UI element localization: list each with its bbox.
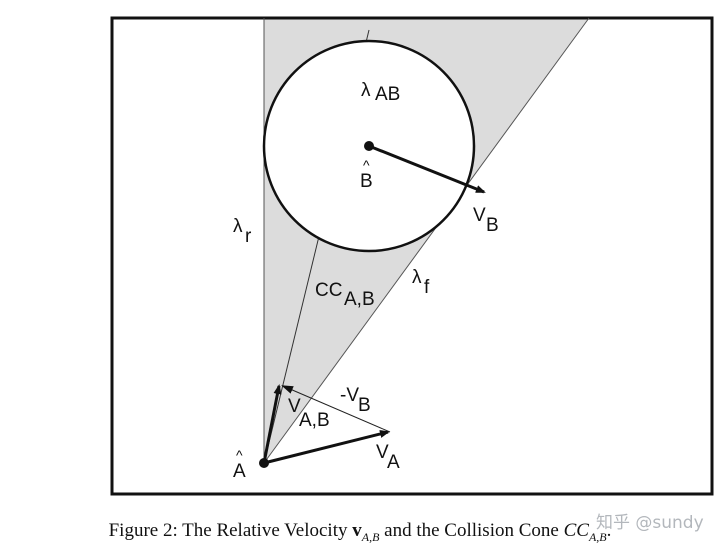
vb-subscript: B [486,215,499,236]
neg-vb-subscript: B [358,395,371,416]
neg-vb-label: -V [340,385,359,406]
caption-cc-sub: A,B [588,529,607,544]
figure-caption: Figure 2: The Relative Velocity vA,B and… [0,520,720,545]
vab-label: V [288,396,301,417]
cc-label: CC [315,280,342,301]
caption-cc: CC [563,520,589,541]
b-hat: ^ [363,157,370,173]
lambda-r-label: λ [233,216,243,237]
frame-border [110,16,714,496]
lambda-f-subscript: f [424,277,430,298]
vab-arrow [262,384,282,464]
caption-suffix: . [606,520,612,541]
vab-subscript: A,B [299,410,330,431]
a-hat: ^ [236,447,243,463]
va-arrow [263,430,390,465]
lambda-r-subscript: r [245,226,252,247]
watermark: 知乎 @sundy [596,513,704,533]
va-subscript: A [387,452,400,473]
lambda-ab-subscript: AB [375,84,400,105]
vb-label: V [473,205,486,226]
cc-subscript: A,B [344,289,375,310]
a-label: A [233,461,246,482]
b-label: B [360,171,373,192]
va-label: V [376,442,389,463]
point-a-dot [259,458,269,468]
vb-arrow [368,144,486,194]
caption-v-sub: A,B [361,529,380,544]
lambda-f-line [263,17,590,464]
caption-middle: and the Collision Cone [379,520,564,541]
lambda-f-label: λ [412,267,422,288]
lambda-ab-label: λ [361,80,371,101]
neg-vb-arrow [281,385,391,433]
caption-v: v [352,520,362,541]
caption-prefix: Figure 2: The Relative Velocity [108,520,353,541]
